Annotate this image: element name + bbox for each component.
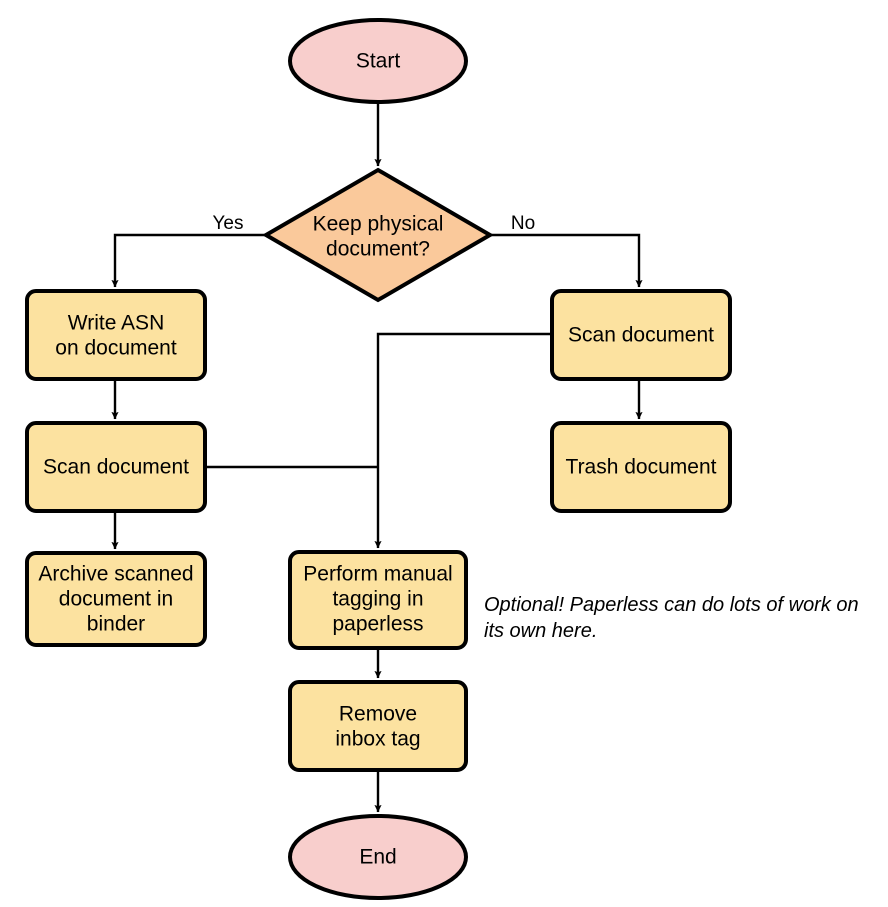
start-label: Start — [356, 50, 401, 73]
decision-diamond-shape — [262, 167, 494, 303]
remove-inbox-label-line2: inbox tag — [335, 728, 420, 751]
write-asn-label-line1: Write ASN — [68, 312, 164, 335]
end-label: End — [359, 846, 396, 869]
node-archive-scanned-document[interactable]: Archive scanned document in binder — [25, 551, 207, 647]
archive-label-line1: Archive scanned — [38, 563, 193, 586]
remove-inbox-rect-shape — [288, 680, 468, 772]
remove-inbox-label-line1: Remove — [339, 703, 417, 726]
annotation-line2: its own here. — [484, 620, 597, 642]
trash-rect-shape — [550, 421, 732, 513]
write-asn-rect-shape — [25, 289, 207, 381]
decision-label-line2: document? — [326, 238, 430, 261]
write-asn-label-line2: on document — [55, 337, 177, 360]
node-scan-document-right[interactable]: Scan document — [550, 289, 732, 381]
annotation-line1: Optional! Paperless can do lots of work … — [484, 594, 859, 616]
node-end[interactable]: End — [288, 814, 468, 900]
manual-tagging-label-line1: Perform manual — [303, 563, 452, 586]
archive-rect-shape — [25, 551, 207, 647]
node-remove-inbox-tag[interactable]: Remove inbox tag — [288, 680, 468, 772]
node-scan-document-left[interactable]: Scan document — [25, 421, 207, 513]
node-write-asn-on-document[interactable]: Write ASN on document — [25, 289, 207, 381]
scan-left-rect-shape — [25, 421, 207, 513]
trash-label: Trash document — [566, 456, 717, 479]
connector-layer — [111, 102, 643, 813]
node-decision-keep-physical-document[interactable]: Keep physical document? — [262, 167, 494, 303]
scan-right-rect-shape — [550, 289, 732, 381]
end-ellipse-shape — [288, 814, 468, 900]
start-ellipse-shape — [288, 18, 468, 104]
node-trash-document[interactable]: Trash document — [550, 421, 732, 513]
edge-label-yes: Yes — [213, 213, 244, 234]
edge-decision-yes-to-write-asn — [111, 233, 265, 288]
manual-tagging-label-line2: tagging in — [332, 588, 423, 611]
edge-label-no: No — [511, 213, 535, 234]
scan-left-label: Scan document — [43, 456, 189, 479]
scan-right-label: Scan document — [568, 324, 714, 347]
annotation-optional-paperless: Optional! Paperless can do lots of work … — [484, 594, 859, 642]
decision-label-line1: Keep physical — [313, 213, 444, 236]
archive-label-line3: binder — [87, 613, 145, 636]
edge-scan-right-to-manual-tagging — [374, 332, 552, 549]
node-perform-manual-tagging[interactable]: Perform manual tagging in paperless — [288, 550, 468, 650]
archive-label-line2: document in — [59, 588, 173, 611]
edge-decision-no-to-scan-right — [490, 233, 643, 288]
manual-tagging-label-line3: paperless — [332, 613, 423, 636]
manual-tagging-rect-shape — [288, 550, 468, 650]
node-start[interactable]: Start — [288, 18, 468, 104]
